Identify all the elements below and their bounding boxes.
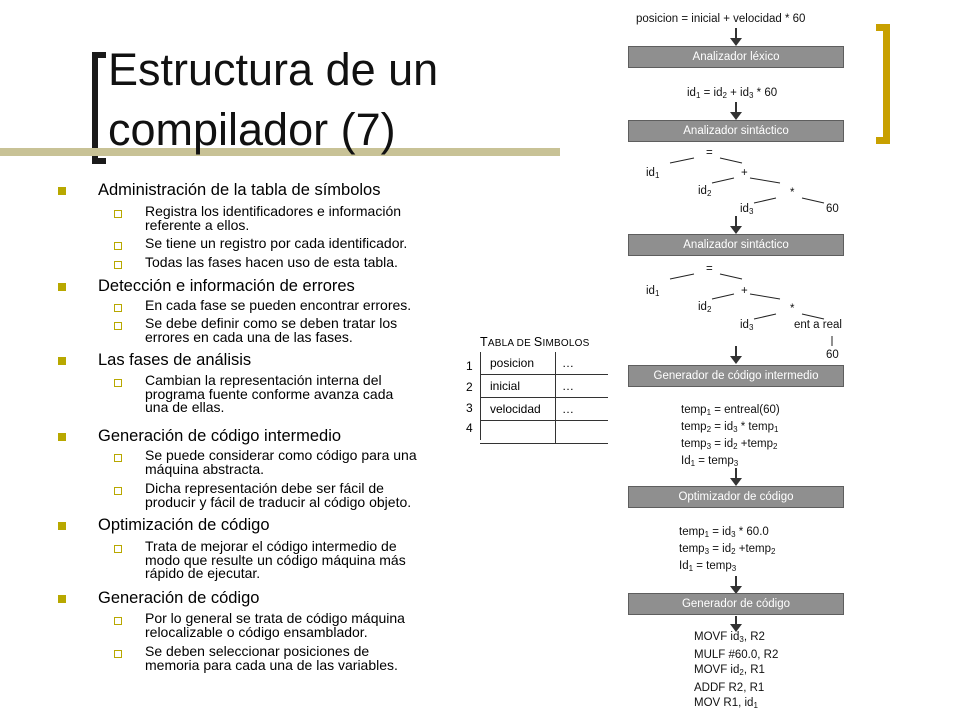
stage-code-generator: Generador de código xyxy=(628,593,844,615)
sub-bullet-text: Se puede considerar como código para una… xyxy=(145,447,417,477)
symbol-table-title: TABLA DE SIMBOLOS xyxy=(480,335,590,349)
sub-bullet-text: Trata de mejorar el código intermedio de… xyxy=(145,538,406,581)
row-number: 2 xyxy=(466,380,473,394)
tree-node-plus: + xyxy=(741,285,748,297)
sub-bullet-marker xyxy=(114,322,122,330)
arrow-down-icon xyxy=(730,576,742,594)
sub-bullet-text: Registra los identificadores e informaci… xyxy=(145,203,402,233)
title-left-bracket xyxy=(92,52,106,164)
bullet-title: Generación de código intermedio xyxy=(98,427,342,445)
tree-node-id3: id3 xyxy=(740,203,754,216)
bullet-title: Detección e información de errores xyxy=(98,277,355,295)
sub-bullet-marker xyxy=(114,379,122,387)
tree-node-id1: id1 xyxy=(646,285,660,298)
sub-bullet-text: Se debe definir como se deben tratar los… xyxy=(145,315,398,345)
slide-title-line-2: compilador (7) xyxy=(108,104,396,155)
target-assembly: MOVF id3, R2 MULF #60.0, R2 MOVF id2, R1… xyxy=(694,631,779,710)
title-underline-bar xyxy=(0,148,560,156)
row-number: 1 xyxy=(466,359,473,373)
sub-bullet-marker xyxy=(114,650,122,658)
arrow-down-icon xyxy=(730,102,742,120)
tree-node-id3: id3 xyxy=(740,319,754,332)
sub-bullet-marker xyxy=(114,210,122,218)
table-row: inicial… xyxy=(480,375,608,398)
arrow-down-icon xyxy=(730,616,742,632)
stage-optimizer: Optimizador de código xyxy=(628,486,844,508)
tree-node-plus: + xyxy=(741,167,748,179)
bullet-title: Administración de la tabla de símbolos xyxy=(98,181,381,199)
tree-node-id2: id2 xyxy=(698,185,712,198)
stage-lexer: Analizador léxico xyxy=(628,46,844,68)
tree-node-60: 60 xyxy=(826,203,839,215)
sub-bullet-text: Por lo general se trata de código máquin… xyxy=(145,610,405,640)
tree-node-60: 60 xyxy=(826,349,839,361)
bullet-marker xyxy=(58,283,66,291)
tree-node-times: * xyxy=(790,303,795,315)
bullet-marker xyxy=(58,595,66,603)
bullet-marker xyxy=(58,187,66,195)
arrow-down-icon xyxy=(730,28,742,46)
sub-bullet-marker xyxy=(114,261,122,269)
token-stream: id1 = id2 + id3 * 60 xyxy=(687,87,778,100)
intermediate-code: temp1 = entreal(60) temp2 = id3 * temp1 … xyxy=(681,404,780,468)
sub-bullet-text: Se tiene un registro por cada identifica… xyxy=(145,235,408,251)
bullet-marker xyxy=(58,357,66,365)
symbol-table xyxy=(480,352,608,440)
table-row xyxy=(480,421,608,444)
stage-parser-2: Analizador sintáctico xyxy=(628,234,844,256)
optimized-code: temp1 = id3 * 60.0 temp3 = id2 +temp2 Id… xyxy=(679,526,776,573)
tree-node-assign: = xyxy=(706,263,713,275)
stage-parser-1: Analizador sintáctico xyxy=(628,120,844,142)
sub-bullet-marker xyxy=(114,454,122,462)
table-row: velocidad… xyxy=(480,398,608,421)
arrow-down-icon xyxy=(730,346,742,364)
bullet-marker xyxy=(58,433,66,441)
title-right-bracket xyxy=(876,24,890,144)
tree-node-times: * xyxy=(790,187,795,199)
sub-bullet-marker xyxy=(114,304,122,312)
tree-node-id1: id1 xyxy=(646,167,660,180)
table-row: posicion… xyxy=(480,352,608,375)
bullet-title: Las fases de análisis xyxy=(98,351,252,369)
sub-bullet-marker xyxy=(114,545,122,553)
sub-bullet-text: Todas las fases hacen uso de esta tabla. xyxy=(145,254,398,270)
tree-node-assign: = xyxy=(706,147,713,159)
row-number: 3 xyxy=(466,401,473,415)
annotated-syntax-tree: = id1 + id2 * id3 ent a real 60 xyxy=(640,262,860,361)
slide-title-line-1: Estructura de un xyxy=(108,44,439,95)
row-number: 4 xyxy=(466,421,473,435)
tree-node-id2: id2 xyxy=(698,301,712,314)
sub-bullet-text: En cada fase se pueden encontrar errores… xyxy=(145,297,412,313)
sub-bullet-marker xyxy=(114,617,122,625)
tree-node-int-to-real: ent a real xyxy=(794,319,842,331)
bullet-title: Optimización de código xyxy=(98,516,270,534)
arrow-down-icon xyxy=(730,216,742,234)
sub-bullet-marker xyxy=(114,487,122,495)
bullet-title: Generación de código xyxy=(98,589,260,607)
syntax-tree: = id1 + id2 * id3 60 xyxy=(640,146,860,216)
sub-bullet-marker xyxy=(114,242,122,250)
arrow-down-icon xyxy=(730,468,742,486)
annotated-tree-edges xyxy=(669,273,833,346)
stage-intermediate-code: Generador de código intermedio xyxy=(628,365,844,387)
syntax-tree-edges xyxy=(669,157,825,204)
source-statement: posicion = inicial + velocidad * 60 xyxy=(636,13,806,25)
bullet-marker xyxy=(58,522,66,530)
